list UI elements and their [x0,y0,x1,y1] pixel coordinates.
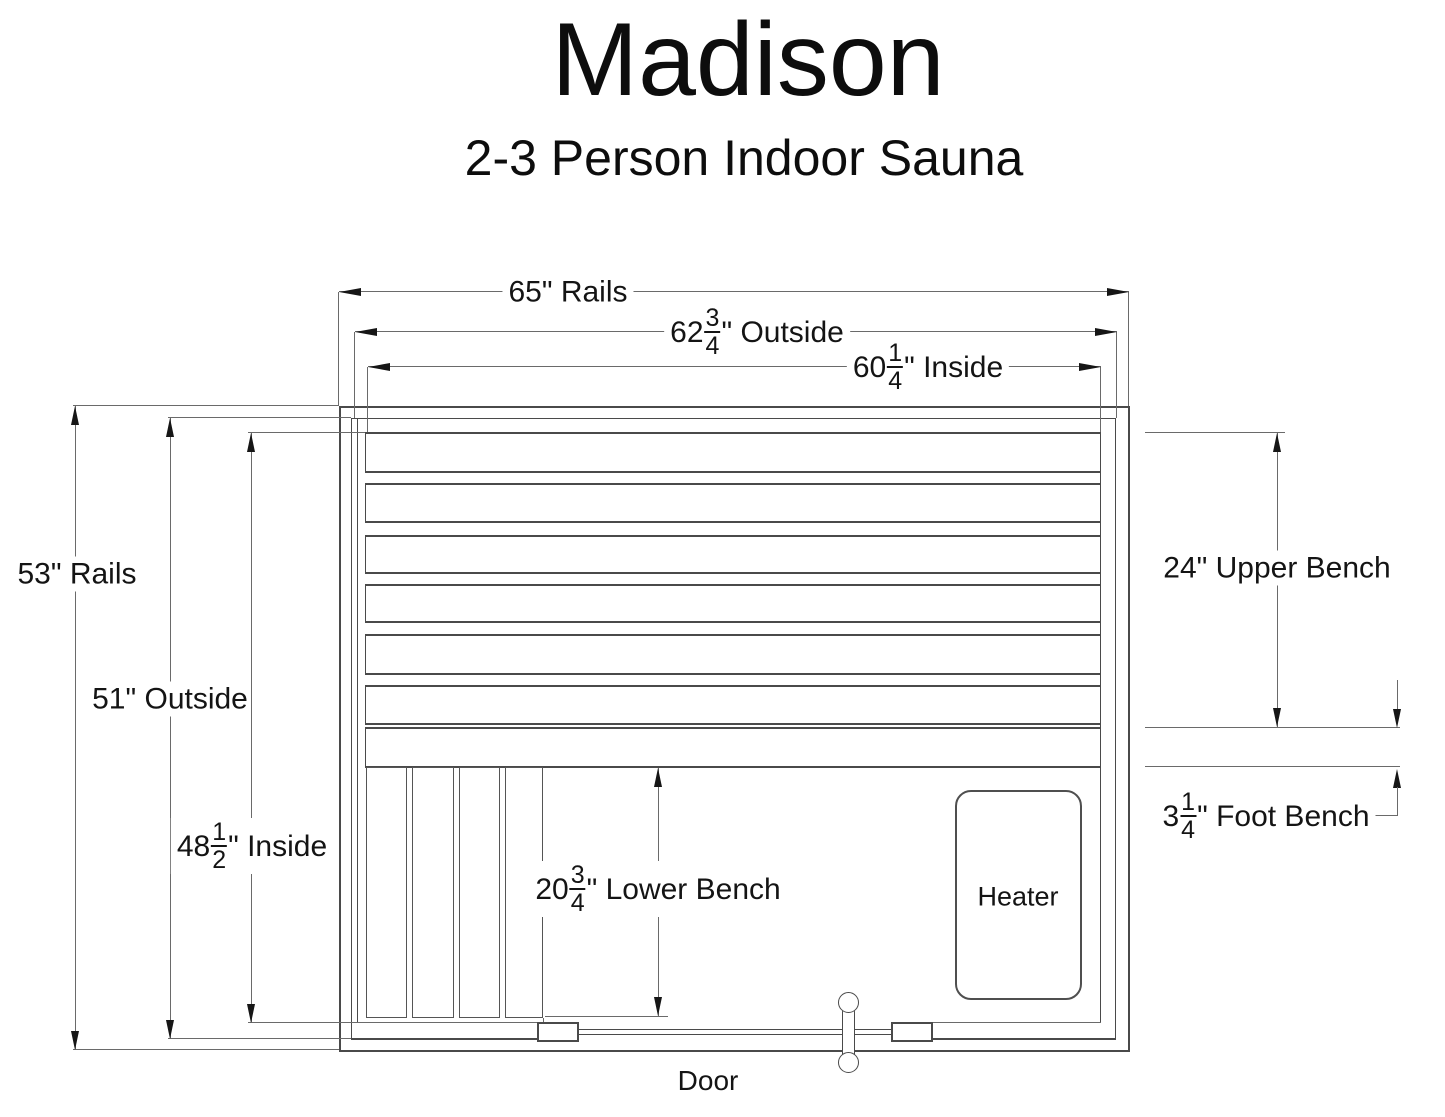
dim-line [339,291,1129,292]
dim-whole: 60 [852,350,887,384]
ext-line [1116,332,1117,418]
wall-outer [339,406,1130,1052]
wall-bottom-inner-left [357,1022,537,1023]
dim-line [250,433,252,1023]
dim-label-upper-bench: 24" Upper Bench [1157,550,1397,586]
upper-bench-plank [365,634,1101,675]
door-label: Door [677,1065,739,1096]
upper-bench-plank [365,584,1101,623]
arrowhead-up [1393,769,1401,788]
arrowhead-up [166,418,174,437]
foot-bench [365,727,1101,768]
dim-suffix: " Inside [228,829,328,863]
dim-text: 53" Rails [17,557,137,591]
dim-whole: 48 [176,829,211,863]
ext-line [168,417,351,418]
dim-line [169,418,171,1039]
arrowhead-left [355,327,377,336]
wall-bottom-mid-right [932,1038,1116,1040]
wall-middle [351,418,1116,1040]
dim-whole: 62 [670,315,704,349]
page-subtitle: 2-3 Person Indoor Sauna [464,130,1024,186]
arrowhead-down [71,1031,79,1050]
arrowhead-left [368,362,390,371]
ext-line [73,1049,339,1050]
dim-line [368,366,1101,367]
arrowhead-down [1273,708,1281,727]
upper-bench-plank [365,432,1101,473]
arrowhead-down [654,997,662,1016]
leader-line [1396,787,1398,816]
arrowhead-up [247,433,255,452]
heater [955,790,1082,1000]
upper-bench-plank [365,685,1101,725]
dim-line [74,406,76,1050]
door-handle-bar [842,1010,855,1056]
arrowhead-left [339,287,361,296]
dim-suffix: " Inside [904,350,1004,384]
ext-line [545,1016,668,1017]
ext-line [1100,367,1101,432]
ext-line [1145,432,1285,433]
leader-line [1370,815,1397,816]
door-slab [579,1029,891,1035]
arrowhead-up [1273,433,1281,452]
ext-line [248,1022,357,1023]
page-title: Madison [551,2,945,118]
ext-line [168,1038,351,1039]
lower-bench-board [459,767,500,1018]
arrowhead-right [1107,287,1129,296]
ext-line [248,432,365,433]
ext-line [1128,292,1129,406]
lower-bench-board [366,767,407,1018]
dim-label-outside-depth: 51" Outside [86,681,254,717]
wall-bottom-inner-right [932,1022,1101,1023]
ext-line [1145,766,1400,767]
ext-line [73,405,339,406]
ext-line [354,332,355,418]
dim-label-rails-width: 65" Rails [502,274,634,310]
dim-whole: 20 [535,872,569,906]
ext-line [367,367,368,432]
arrowhead-down [247,1004,255,1023]
ext-line [1145,727,1400,728]
dim-line [1396,680,1398,712]
dim-suffix: " Outside [721,315,844,349]
wall-bottom-mid-left [351,1038,537,1040]
dim-text: 51" Outside [92,682,248,716]
arrowhead-down [1393,709,1401,728]
ext-line [338,292,339,406]
arrowhead-up [654,768,662,787]
arrowhead-down [166,1020,174,1039]
arrowhead-right [1079,362,1101,371]
lower-bench-side-stub [543,1018,544,1023]
dim-suffix: " Lower Bench [586,872,781,906]
door-jamb-right [891,1022,933,1042]
dim-label-rails-depth: 53" Rails [11,556,143,592]
arrowhead-up [71,406,79,425]
door-handle-knob-top [838,992,859,1013]
dim-text: 65" Rails [508,275,628,309]
upper-bench-plank [365,483,1101,523]
heater-label: Heater [977,881,1059,912]
upper-bench-plank [365,535,1101,574]
arrowhead-right [1095,327,1117,336]
dim-text: 24" Upper Bench [1163,551,1391,585]
dim-whole: 3 [1162,799,1180,833]
door-jamb-left [537,1022,579,1042]
door-handle-knob-bottom [838,1052,859,1073]
lower-bench-board [412,767,454,1018]
dim-suffix: " Foot Bench [1197,799,1370,833]
